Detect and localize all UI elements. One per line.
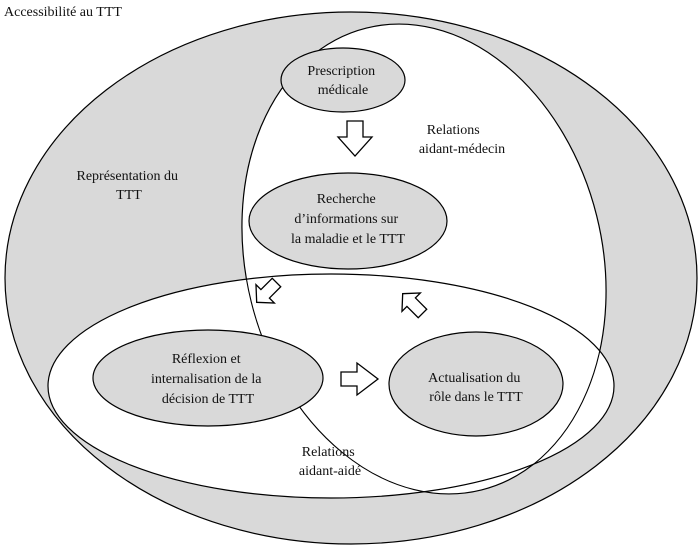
arrow-down-icon <box>336 120 374 157</box>
node-prescription-label: Prescription médicale <box>307 64 378 98</box>
node-actualisation <box>388 331 564 437</box>
arrow-right-icon <box>340 361 380 397</box>
arrow-up-left-icon <box>401 292 428 319</box>
node-prescription <box>280 47 406 113</box>
node-reflexion-label: Réflexion et internalisation de la décis… <box>151 352 265 407</box>
label-representation: Représentation du TTT <box>77 169 182 203</box>
node-actualisation-label: Actualisation du rôle dans le TTT <box>428 371 524 405</box>
diagram-title: Accessibilité au TTT <box>4 5 122 20</box>
node-reflexion <box>92 329 324 427</box>
arrow-down-left-icon <box>255 277 282 304</box>
label-relations-medecin: Relations aidant-médecin <box>419 123 505 157</box>
label-relations-aide: Relations aidant-aidé <box>299 445 361 479</box>
node-recherche-label: Recherche d’informations sur la maladie … <box>291 192 405 247</box>
node-recherche <box>248 172 448 270</box>
